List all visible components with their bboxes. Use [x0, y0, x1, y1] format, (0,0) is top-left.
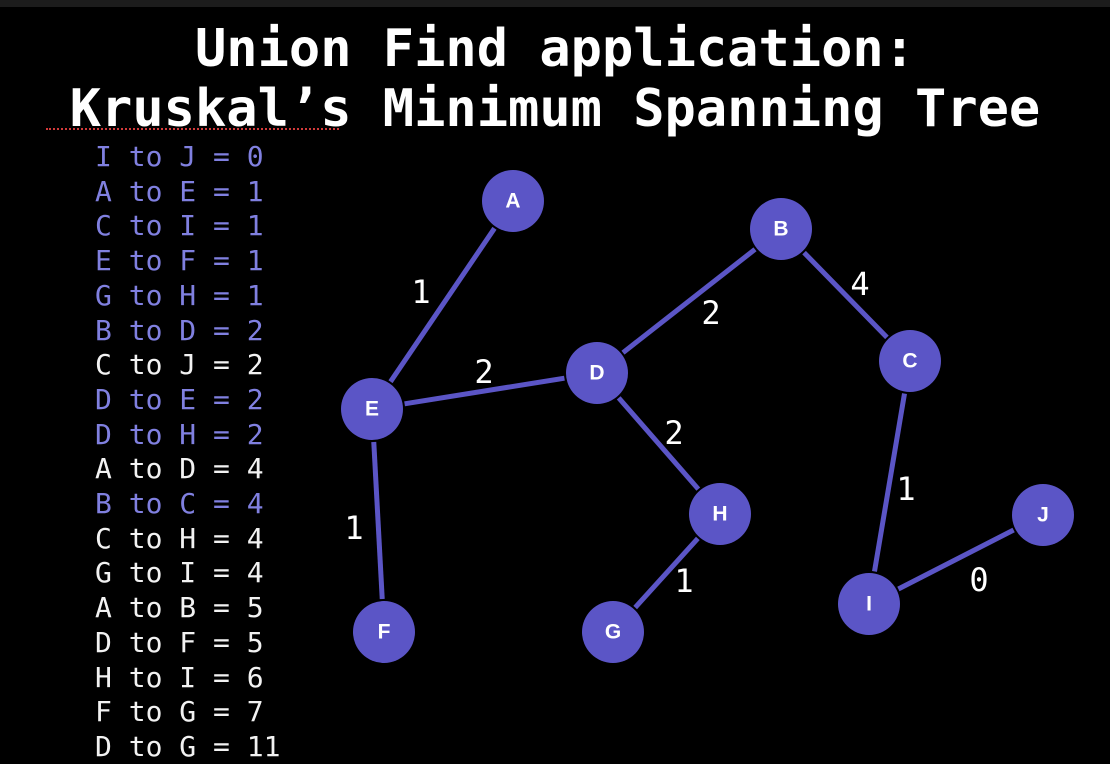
edge-list-item: E to F = 1 — [95, 244, 264, 278]
edge-layer — [371, 226, 1015, 610]
edge-list-item: G to I = 4 — [95, 556, 264, 590]
edge-d-h — [616, 396, 701, 491]
edge-i-j — [897, 527, 1015, 592]
node-i: I — [838, 573, 900, 635]
edge-list-item: A to E = 1 — [95, 174, 264, 208]
top-bar — [0, 0, 1110, 7]
edge-list-item: B to D = 2 — [95, 313, 264, 347]
node-circle — [689, 483, 751, 545]
node-g: G — [582, 601, 644, 663]
edge-list-item: D to E = 2 — [95, 382, 264, 416]
node-c: C — [879, 330, 941, 392]
edge-e-d — [404, 375, 565, 407]
edge-e-f — [371, 441, 385, 600]
edge-c-i — [872, 393, 907, 572]
edge-weight-label: 1 — [344, 509, 363, 547]
node-label: C — [902, 350, 917, 373]
node-circle — [1012, 484, 1074, 546]
edge-list-item: D to G = 11 — [95, 729, 281, 763]
edge-b-c — [802, 250, 889, 340]
node-circle — [879, 330, 941, 392]
node-label: J — [1037, 504, 1049, 527]
node-circle — [482, 170, 544, 232]
node-layer: A B C D E F G H I J — [341, 170, 1074, 663]
node-circle — [566, 342, 628, 404]
weight-label-layer: 1 2 1 2 4 2 1 1 0 — [344, 265, 988, 600]
edge-list-item: A to B = 5 — [95, 591, 264, 625]
node-j: J — [1012, 484, 1074, 546]
node-d: D — [566, 342, 628, 404]
node-circle — [341, 378, 403, 440]
node-label: G — [605, 621, 621, 644]
edge-weight-label: 2 — [664, 414, 683, 452]
edge-list-item: B to C = 4 — [95, 487, 264, 520]
edge-list-item: C to J = 2 — [95, 348, 264, 382]
node-e: E — [341, 378, 403, 440]
edge-h-g — [633, 536, 700, 610]
edge-a-e — [388, 226, 497, 384]
node-label: B — [773, 218, 788, 241]
node-label: E — [365, 398, 379, 421]
edge-weight-label: 1 — [674, 562, 693, 600]
edge-d-b — [621, 247, 757, 355]
spellcheck-underline — [46, 128, 339, 130]
edge-list-item: I to J = 0 — [95, 140, 264, 173]
edge-weight-label: 1 — [896, 470, 915, 508]
edge-weight-label: 2 — [701, 294, 720, 332]
node-label: H — [712, 503, 727, 526]
node-f: F — [353, 601, 415, 663]
node-label: F — [378, 621, 391, 644]
node-label: D — [589, 362, 604, 385]
edge-weight-label: 1 — [411, 273, 430, 311]
edge-list-item: D to H = 2 — [95, 417, 264, 451]
node-h: H — [689, 483, 751, 545]
edge-list-item: G to H = 1 — [95, 278, 264, 312]
node-circle — [582, 601, 644, 663]
title-line-1: Union Find application: — [194, 19, 916, 79]
edge-list-item: C to I = 1 — [95, 209, 264, 243]
edge-weight-label: 2 — [474, 353, 493, 391]
node-b: B — [750, 198, 812, 260]
node-circle — [353, 601, 415, 663]
edge-list-item: C to H = 4 — [95, 521, 264, 555]
edge-list-item: A to D = 4 — [95, 452, 264, 486]
edge-list-item: F to G = 7 — [95, 695, 264, 729]
node-a: A — [482, 170, 544, 232]
node-label: I — [866, 593, 872, 616]
edge-list-item: H to I = 6 — [95, 660, 264, 694]
edge-list-item: D to F = 5 — [95, 625, 264, 659]
node-circle — [750, 198, 812, 260]
node-circle — [838, 573, 900, 635]
edge-weight-label: 4 — [850, 265, 869, 303]
node-label: A — [505, 190, 520, 213]
edge-weight-label: 0 — [969, 561, 988, 599]
